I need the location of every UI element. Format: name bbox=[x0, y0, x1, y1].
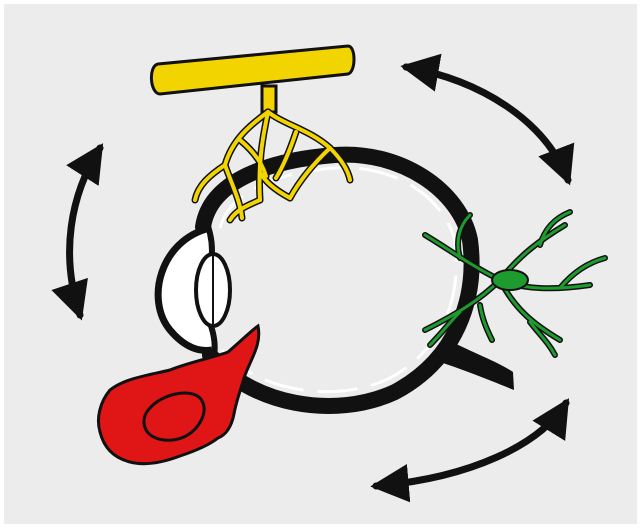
green-cell-body bbox=[492, 270, 528, 290]
yellow-stalk bbox=[262, 86, 276, 112]
diagram-background bbox=[4, 4, 637, 524]
lens-icon bbox=[196, 254, 230, 326]
